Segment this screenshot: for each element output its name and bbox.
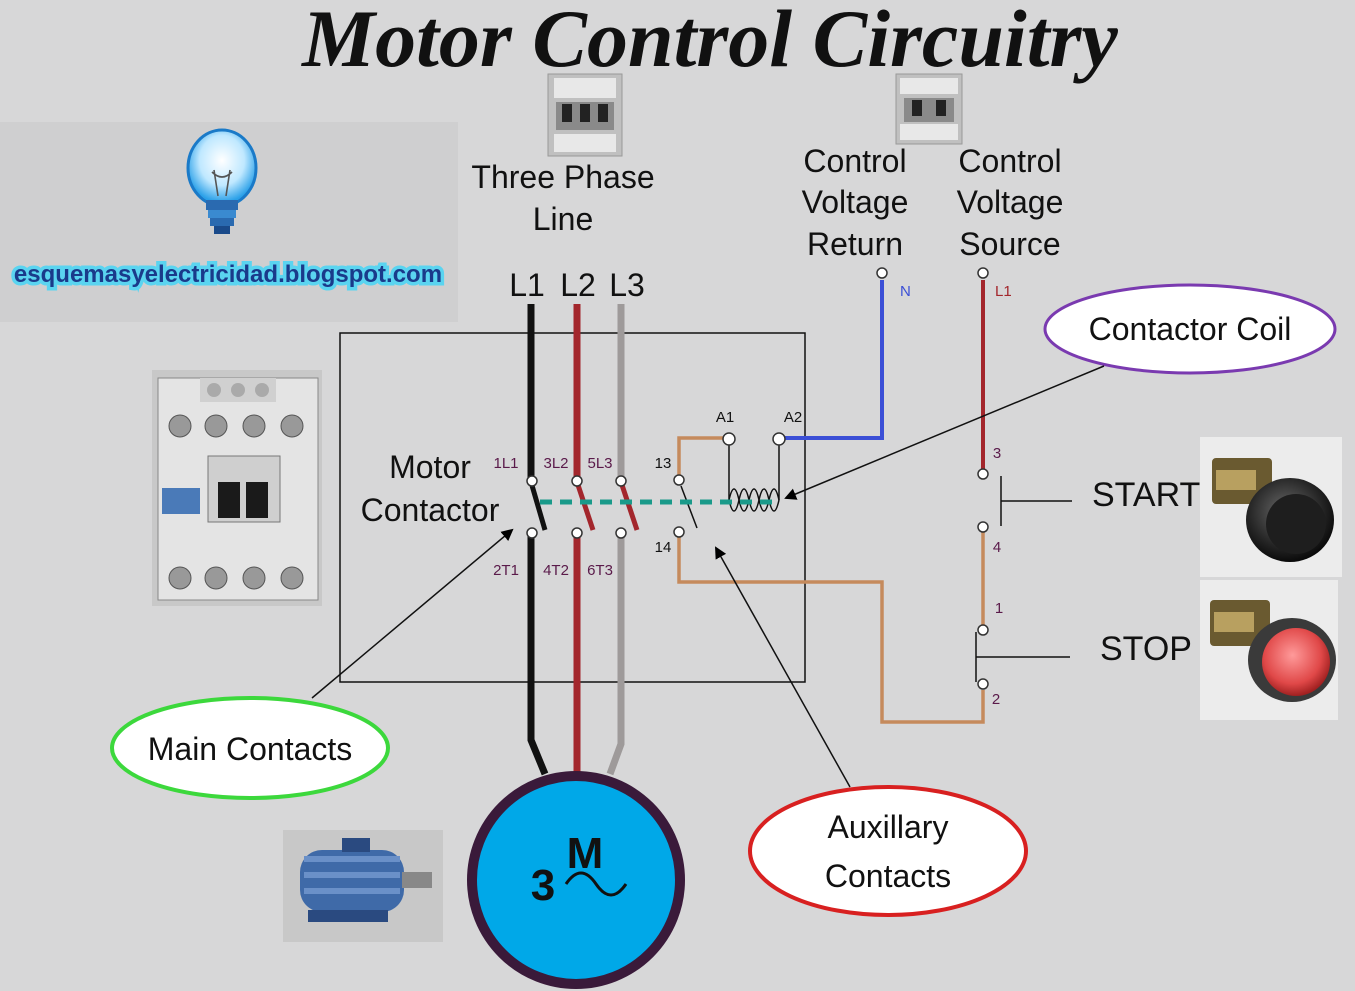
start-terminal-4: 4 bbox=[993, 539, 1001, 556]
source-tag: L1 bbox=[995, 283, 1012, 300]
source-terminal bbox=[977, 267, 989, 279]
main-contact-blades bbox=[528, 481, 640, 531]
callout-contactor-coil: Contactor Coil bbox=[784, 283, 1337, 500]
motor-3-label: 3 bbox=[531, 861, 555, 910]
neutral-wire bbox=[784, 280, 884, 440]
stop-button-photo bbox=[1200, 580, 1338, 720]
main-contact-terminals bbox=[526, 475, 627, 539]
svg-text:Contactor Coil: Contactor Coil bbox=[1089, 311, 1292, 347]
phase-label-l1: L1 bbox=[509, 267, 545, 303]
svg-text:Voltage: Voltage bbox=[802, 184, 909, 220]
coil-a1-label: A1 bbox=[716, 409, 734, 426]
svg-text:Motor: Motor bbox=[389, 449, 471, 485]
stop-switch-symbol bbox=[975, 624, 1070, 690]
svg-text:6T3: 6T3 bbox=[587, 562, 613, 579]
svg-text:2T1: 2T1 bbox=[493, 562, 519, 579]
svg-text:Control: Control bbox=[803, 143, 906, 179]
aux-label-13: 13 bbox=[655, 455, 672, 472]
svg-text:Control: Control bbox=[958, 143, 1061, 179]
svg-text:Source: Source bbox=[959, 226, 1060, 262]
contactor-photo bbox=[152, 370, 322, 606]
start-switch-symbol bbox=[977, 468, 1072, 533]
svg-text:Return: Return bbox=[807, 226, 903, 262]
aux-label-14: 14 bbox=[655, 539, 672, 556]
stop-terminal-1: 1 bbox=[995, 600, 1003, 617]
svg-text:Contacts: Contacts bbox=[825, 858, 951, 894]
svg-text:4T2: 4T2 bbox=[543, 562, 569, 579]
motor-m-label: M bbox=[567, 829, 604, 878]
svg-text:Voltage: Voltage bbox=[957, 184, 1064, 220]
control-voltage-return-label: Control Voltage Return bbox=[802, 143, 909, 262]
phase-label-l2: L2 bbox=[560, 267, 596, 303]
svg-text:3L2: 3L2 bbox=[543, 455, 568, 472]
three-phase-breaker-photo bbox=[547, 73, 623, 157]
start-terminal-3: 3 bbox=[993, 445, 1001, 462]
coil-a2-label: A2 bbox=[784, 409, 802, 426]
neutral-tag: N bbox=[900, 283, 911, 300]
phase-line-labels: L1 L2 L3 bbox=[509, 267, 645, 303]
neutral-terminal bbox=[876, 267, 888, 279]
three-phase-line-label: Three Phase Line bbox=[471, 159, 654, 237]
svg-text:Auxillary: Auxillary bbox=[828, 809, 949, 845]
callout-main-contacts: Main Contacts bbox=[110, 528, 514, 800]
start-button-photo bbox=[1200, 437, 1342, 577]
phase-label-l3: L3 bbox=[609, 267, 645, 303]
callout-auxiliary-contacts: Auxillary Contacts bbox=[715, 546, 1028, 917]
control-wires bbox=[677, 436, 985, 724]
page-title: Motor Control Circuitry bbox=[300, 0, 1118, 84]
control-breaker-photo bbox=[895, 73, 963, 145]
start-label: START bbox=[1092, 476, 1200, 514]
motor-symbol: M 3 bbox=[467, 771, 685, 989]
stop-label: STOP bbox=[1100, 630, 1192, 668]
lightbulb-icon bbox=[186, 128, 258, 234]
ac-wave-icon bbox=[564, 871, 628, 897]
logo-panel: esquemasyelectricidad.blogspot.com bbox=[0, 122, 458, 322]
motor-contactor-label: Motor Contactor bbox=[361, 449, 500, 528]
svg-text:Line: Line bbox=[533, 201, 594, 237]
svg-text:Three Phase: Three Phase bbox=[471, 159, 654, 195]
contactor-enclosure bbox=[339, 332, 806, 683]
svg-text:5L3: 5L3 bbox=[587, 455, 612, 472]
svg-text:Main Contacts: Main Contacts bbox=[148, 731, 353, 767]
contactor-coil bbox=[722, 432, 786, 512]
motor-photo bbox=[283, 830, 443, 942]
stop-terminal-2: 2 bbox=[992, 691, 1000, 708]
auxiliary-contact bbox=[673, 474, 698, 538]
svg-text:1L1: 1L1 bbox=[493, 455, 518, 472]
svg-text:Contactor: Contactor bbox=[361, 492, 500, 528]
blog-url-glow: esquemasyelectricidad.blogspot.com bbox=[14, 261, 442, 288]
main-terminal-labels: 1L1 3L2 5L3 2T1 4T2 6T3 bbox=[493, 455, 613, 579]
wire-l1-bottom bbox=[527, 534, 549, 776]
wire-l3-bottom bbox=[606, 534, 625, 776]
control-voltage-source-label: Control Voltage Source bbox=[957, 143, 1064, 262]
power-wires bbox=[527, 304, 625, 776]
